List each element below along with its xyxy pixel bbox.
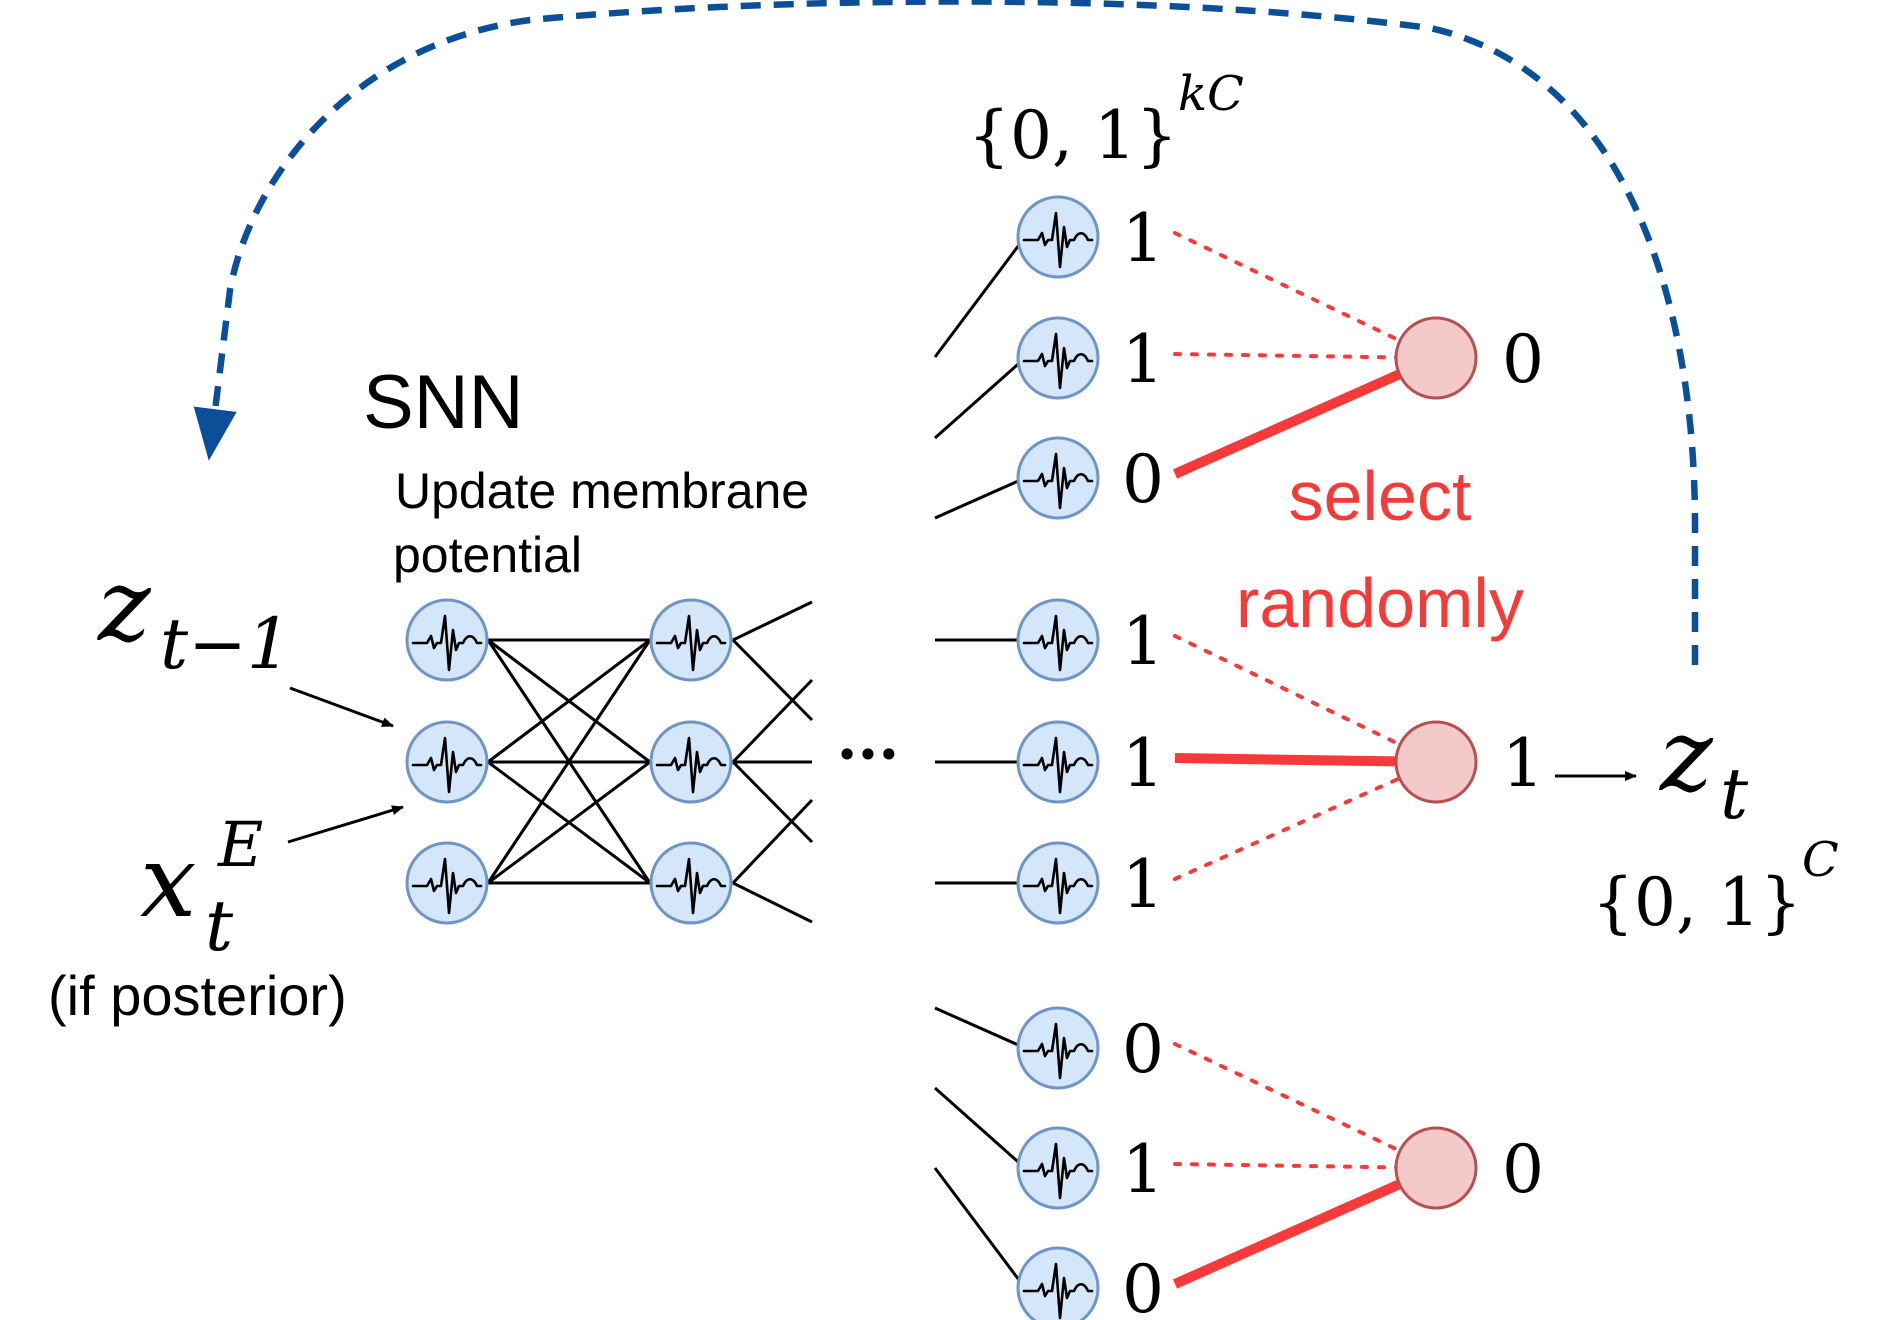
hidden-layer [649, 598, 733, 925]
z-out-subscript: t [1720, 753, 1749, 835]
neuron [1016, 598, 1100, 682]
snn-title: SNN [363, 360, 523, 445]
layer-ellipsis: ··· [837, 720, 900, 790]
neuron [1016, 720, 1100, 804]
output-group: 1 1 0 0 [1016, 195, 1544, 520]
spike-bit: 1 [1122, 725, 1164, 802]
snn-connections [486, 638, 652, 885]
neuron [1016, 316, 1100, 400]
spike-bit: 0 [1122, 441, 1164, 518]
spike-bit: 1 [1122, 603, 1164, 680]
x-arrow [287, 805, 404, 844]
x-symbol: x E t [140, 808, 268, 967]
neuron [1016, 195, 1100, 279]
set-out-label: {0, 1} [1592, 864, 1802, 941]
potential-label: potential [393, 527, 582, 583]
x-base: x [140, 823, 196, 940]
neuron [405, 598, 489, 682]
neuron [1016, 1006, 1100, 1090]
feedback-arc [193, 0, 1699, 665]
spike-bit: 0 [1122, 1251, 1164, 1320]
z-out-symbol: z t [1659, 697, 1749, 835]
unselected-connection [1173, 1162, 1399, 1170]
spike-bit: 0 [1122, 1011, 1164, 1088]
neuron [649, 720, 733, 804]
output-group: 0 1 0 0 [1016, 1006, 1544, 1320]
set-top-superscript: kC [1178, 66, 1244, 122]
selector-node [1394, 1126, 1478, 1210]
z-prev-subscript: t−1 [160, 603, 291, 685]
neuron [1016, 1246, 1100, 1320]
output-layer-incoming-stubs [933, 236, 1027, 1289]
input-layer [405, 598, 489, 925]
unselected-connection [1173, 1042, 1402, 1153]
unselected-connection [1173, 231, 1402, 343]
unselected-connection [1173, 352, 1399, 360]
neuron [649, 841, 733, 925]
neuron [1016, 841, 1100, 925]
selected-output-bit: 1 [1502, 725, 1544, 802]
z-prev-arrow [289, 686, 394, 728]
x-subscript: t [205, 885, 234, 967]
x-superscript: E [217, 808, 263, 881]
selected-output-bit: 0 [1502, 1131, 1544, 1208]
z-prev-base: z [97, 547, 152, 664]
output-groups: 1 1 0 0 1 1 1 1 0 1 0 0 [1016, 195, 1544, 1320]
selected-connection [1172, 1179, 1402, 1289]
neuron [1016, 1126, 1100, 1210]
set-out-superscript: C [1802, 832, 1839, 888]
spike-bit: 1 [1122, 846, 1164, 923]
spike-bit: 1 [1122, 200, 1164, 277]
selected-connection [1172, 369, 1402, 479]
randomly-label: randomly [1236, 564, 1524, 642]
update-membrane-label: Update membrane [395, 463, 809, 519]
neuron [405, 720, 489, 804]
set-top-label: {0, 1} [968, 97, 1178, 174]
neuron [405, 841, 489, 925]
neuron [1016, 436, 1100, 520]
unselected-connection [1173, 634, 1402, 747]
spike-bit: 1 [1122, 1131, 1164, 1208]
z-out-base: z [1659, 697, 1714, 814]
posterior-note: (if posterior) [48, 964, 347, 1027]
output-group: 1 1 1 1 [1016, 598, 1544, 925]
selected-connection [1174, 753, 1397, 767]
spike-bit: 1 [1122, 321, 1164, 398]
layer2-outgoing-stubs [731, 600, 814, 924]
unselected-connection [1173, 776, 1402, 881]
selected-output-bit: 0 [1502, 321, 1544, 398]
z-prev-symbol: z t−1 [97, 547, 291, 685]
selector-node [1394, 720, 1478, 804]
selector-node [1394, 316, 1478, 400]
select-label: select [1289, 457, 1472, 535]
neuron [649, 598, 733, 682]
